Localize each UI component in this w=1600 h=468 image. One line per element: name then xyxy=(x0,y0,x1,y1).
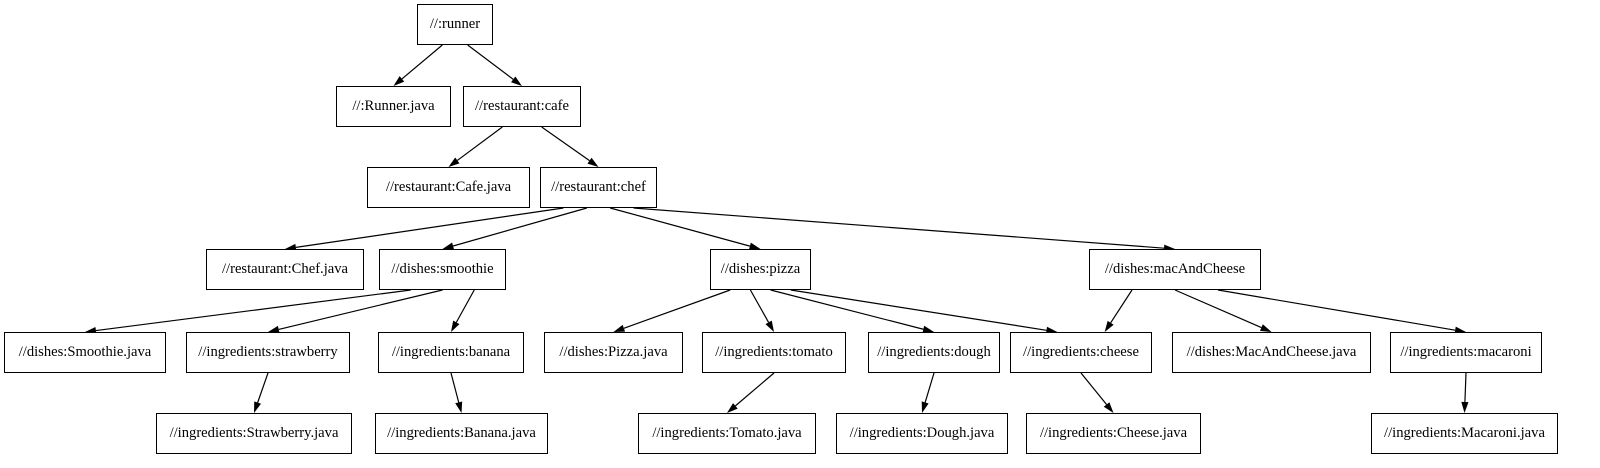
graph-edge-runner-to-runner_java xyxy=(401,44,443,80)
graph-node-strawberry_java[interactable]: //ingredients:Strawberry.java xyxy=(156,413,352,454)
graph-node-label: //ingredients:dough xyxy=(877,344,991,361)
graph-node-label: //dishes:Pizza.java xyxy=(559,344,668,361)
graph-edge-ing_banana-to-banana_java xyxy=(450,372,460,403)
graph-node-label: //:runner xyxy=(429,16,481,33)
graph-node-label: //dishes:MacAndCheese.java xyxy=(1186,344,1357,361)
graph-node-restaurant_chef[interactable]: //restaurant:chef xyxy=(540,167,657,208)
graph-node-label: //dishes:macAndCheese xyxy=(1104,261,1246,278)
graph-node-label: //ingredients:banana xyxy=(391,344,511,361)
graph-edge-dishes_pizza-to-pizza_java xyxy=(623,289,731,329)
graph-node-label: //ingredients:Dough.java xyxy=(849,425,995,442)
graph-node-cafe_java[interactable]: //restaurant:Cafe.java xyxy=(367,167,530,208)
graph-arrowhead-restaurant_cafe-to-restaurant_chef xyxy=(587,157,599,167)
graph-arrowhead-dishes_smoothie-to-ing_banana xyxy=(451,320,460,332)
graph-node-cheese_java[interactable]: //ingredients:Cheese.java xyxy=(1026,413,1201,454)
graph-node-ing_cheese[interactable]: //ingredients:cheese xyxy=(1010,332,1152,373)
graph-node-label: //ingredients:Banana.java xyxy=(387,425,536,442)
graph-node-banana_java[interactable]: //ingredients:Banana.java xyxy=(375,413,548,454)
graph-node-ing_banana[interactable]: //ingredients:banana xyxy=(378,332,524,373)
graph-edge-ing_tomato-to-tomato_java xyxy=(734,372,775,407)
graph-node-label: //ingredients:Tomato.java xyxy=(652,425,802,442)
graph-node-label: //ingredients:Cheese.java xyxy=(1039,425,1188,442)
graph-edge-restaurant_chef-to-dishes_smoothie xyxy=(452,207,587,247)
graph-edge-dishes_mac-to-ing_cheese xyxy=(1110,289,1133,324)
graph-arrowhead-ing_dough-to-dough_java xyxy=(921,401,929,413)
graph-node-pizza_java[interactable]: //dishes:Pizza.java xyxy=(544,332,683,373)
graph-node-label: //:Runner.java xyxy=(352,98,435,115)
graph-node-ing_strawberry[interactable]: //ingredients:strawberry xyxy=(186,332,350,373)
graph-node-label: //dishes:smoothie xyxy=(391,261,494,278)
graph-edge-dishes_pizza-to-ing_dough xyxy=(770,289,924,330)
graph-edge-dishes_pizza-to-ing_tomato xyxy=(749,289,770,323)
graph-arrowhead-dishes_pizza-to-ing_tomato xyxy=(765,320,774,332)
graph-node-runner_java[interactable]: //:Runner.java xyxy=(336,86,451,127)
graph-edge-dishes_pizza-to-ing_cheese xyxy=(790,289,1047,331)
graph-arrowhead-ing_macaroni-to-macaroni_java xyxy=(1461,401,1469,413)
graph-arrowhead-runner-to-restaurant_cafe xyxy=(511,76,522,86)
graph-node-label: //dishes:Smoothie.java xyxy=(18,344,152,361)
graph-arrowhead-runner-to-runner_java xyxy=(393,76,405,86)
graph-node-label: //restaurant:Chef.java xyxy=(221,261,349,278)
graph-edge-dishes_smoothie-to-ing_strawberry xyxy=(278,289,443,331)
graph-edge-ing_macaroni-to-macaroni_java xyxy=(1464,372,1467,403)
graph-edge-restaurant_cafe-to-restaurant_chef xyxy=(541,126,590,162)
graph-edge-ing_dough-to-dough_java xyxy=(924,372,935,403)
graph-edge-restaurant_chef-to-chef_java xyxy=(295,207,564,248)
graph-edge-restaurant_cafe-to-cafe_java xyxy=(456,126,503,161)
graph-node-label: //ingredients:Strawberry.java xyxy=(169,425,339,442)
graph-edge-dishes_smoothie-to-ing_banana xyxy=(455,289,475,323)
graph-node-mac_java[interactable]: //dishes:MacAndCheese.java xyxy=(1172,332,1371,373)
graph-arrowhead-dishes_pizza-to-pizza_java xyxy=(613,324,626,332)
graph-edge-dishes_smoothie-to-smoothie_java xyxy=(95,289,411,332)
graph-edge-restaurant_chef-to-dishes_mac xyxy=(633,207,1165,249)
graph-node-macaroni_java[interactable]: //ingredients:Macaroni.java xyxy=(1371,413,1558,454)
graph-node-dishes_mac[interactable]: //dishes:macAndCheese xyxy=(1089,249,1261,290)
graph-node-smoothie_java[interactable]: //dishes:Smoothie.java xyxy=(4,332,166,373)
graph-arrowhead-ing_cheese-to-cheese_java xyxy=(1103,402,1114,413)
graph-node-tomato_java[interactable]: //ingredients:Tomato.java xyxy=(638,413,816,454)
graph-arrowhead-ing_strawberry-to-strawberry_java xyxy=(254,401,262,413)
graph-edge-dishes_mac-to-mac_java xyxy=(1174,289,1262,329)
graph-node-label: //ingredients:macaroni xyxy=(1400,344,1532,361)
graph-node-label: //ingredients:tomato xyxy=(715,344,833,361)
graph-node-dishes_smoothie[interactable]: //dishes:smoothie xyxy=(379,249,506,290)
graph-edge-ing_cheese-to-cheese_java xyxy=(1080,372,1108,405)
graph-edge-restaurant_chef-to-dishes_pizza xyxy=(610,207,751,247)
graph-node-label: //dishes:pizza xyxy=(720,261,801,278)
graph-node-label: //restaurant:cafe xyxy=(475,98,569,115)
graph-arrowhead-dishes_mac-to-mac_java xyxy=(1259,324,1272,332)
graph-node-label: //ingredients:Macaroni.java xyxy=(1384,425,1545,442)
graph-arrowhead-restaurant_cafe-to-cafe_java xyxy=(448,157,460,167)
graph-edge-ing_strawberry-to-strawberry_java xyxy=(257,372,269,403)
graph-node-chef_java[interactable]: //restaurant:Chef.java xyxy=(206,249,364,290)
graph-node-label: //restaurant:Cafe.java xyxy=(385,179,512,196)
graph-edge-dishes_mac-to-ing_macaroni xyxy=(1217,289,1456,331)
graph-node-restaurant_cafe[interactable]: //restaurant:cafe xyxy=(463,86,581,127)
graph-node-runner[interactable]: //:runner xyxy=(417,4,493,45)
graph-node-label: //ingredients:cheese xyxy=(1023,344,1139,361)
graph-node-dishes_pizza[interactable]: //dishes:pizza xyxy=(710,249,811,290)
graph-node-label: //restaurant:chef xyxy=(551,179,646,196)
graph-node-dough_java[interactable]: //ingredients:Dough.java xyxy=(836,413,1008,454)
graph-arrowhead-dishes_mac-to-ing_cheese xyxy=(1104,320,1114,332)
graph-node-ing_dough[interactable]: //ingredients:dough xyxy=(868,332,1000,373)
graph-node-label: //ingredients:strawberry xyxy=(198,344,338,361)
graph-edge-runner-to-restaurant_cafe xyxy=(467,44,514,80)
graph-node-ing_tomato[interactable]: //ingredients:tomato xyxy=(702,332,846,373)
graph-arrowhead-ing_banana-to-banana_java xyxy=(455,401,463,413)
graph-arrowhead-ing_tomato-to-tomato_java xyxy=(727,403,738,413)
graph-node-ing_macaroni[interactable]: //ingredients:macaroni xyxy=(1390,332,1542,373)
